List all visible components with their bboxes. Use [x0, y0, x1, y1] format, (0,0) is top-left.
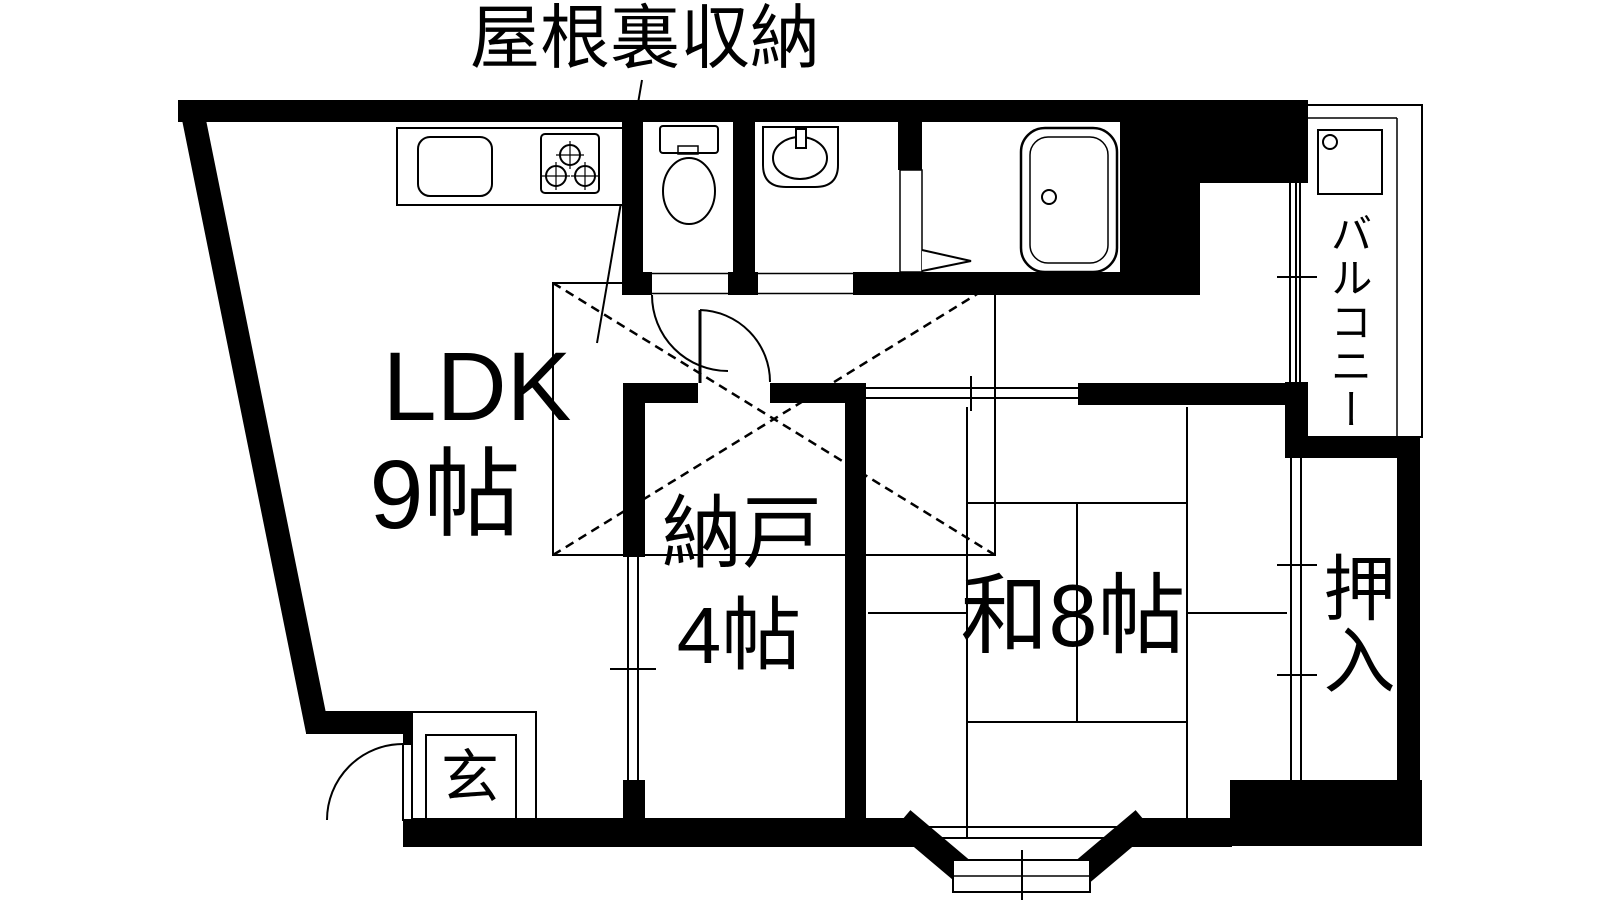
bay-window [912, 826, 1130, 900]
door-openings [652, 272, 853, 295]
room-label-oshiire: 押入 [1312, 551, 1392, 695]
kitchen-counter [396, 127, 624, 206]
entrance-step [411, 711, 537, 820]
toilet-door [651, 294, 729, 372]
room-label-nando: 納戸 [662, 489, 822, 578]
stove-icon [540, 133, 600, 194]
walls [178, 100, 1422, 847]
storage-room-sliding-door [610, 557, 656, 780]
toilet-icon [659, 125, 719, 225]
room-label-balcony: バルコニー [1325, 212, 1372, 432]
closet-fusuma-doors [1277, 458, 1317, 780]
room-label-washitsu: 和8帖 [960, 566, 1186, 665]
attic-storage-label: 屋根裏収納 [470, 0, 820, 77]
storage-room-door [698, 309, 771, 383]
room-label-ldk: LDK [382, 332, 572, 441]
washitsu-sliding-partition [866, 376, 1078, 411]
washbasin-icon [762, 126, 839, 188]
slanted-left-wall [178, 100, 330, 733]
kitchen-sink-icon [417, 136, 493, 197]
entrance-door [326, 743, 424, 821]
room-label-entrance: 玄 [441, 745, 500, 810]
bathtub-icon [1019, 126, 1119, 274]
bathroom-folding-door [899, 169, 972, 273]
washing-machine-pan-icon [1317, 129, 1383, 195]
balcony-railing [1295, 104, 1423, 438]
tatami-grid [868, 407, 1287, 838]
room-size-ldk: 9帖 [369, 440, 521, 549]
room-size-nando: 4帖 [676, 591, 802, 680]
